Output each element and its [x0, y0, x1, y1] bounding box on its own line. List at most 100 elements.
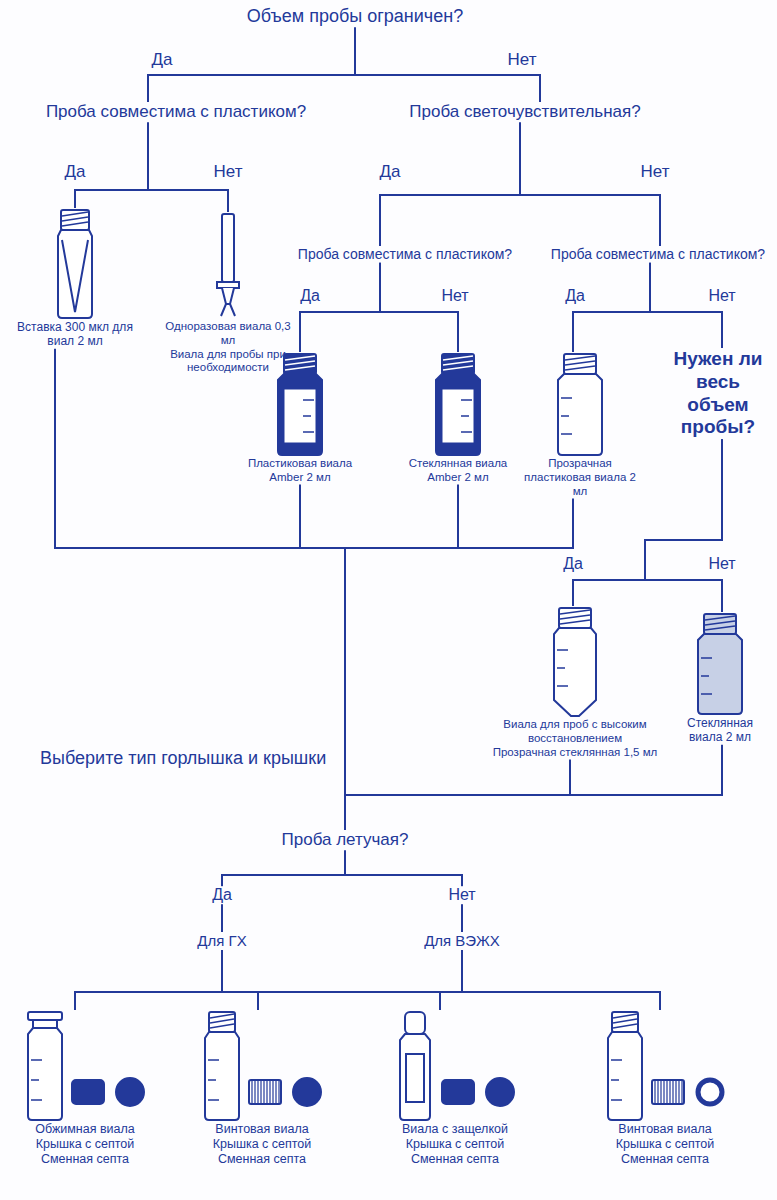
vial-item: Виала для проб с высоким восстановлением…	[485, 606, 665, 759]
vial-part	[62, 240, 88, 312]
branch-label: Нет	[212, 163, 245, 182]
vial-part	[400, 1034, 430, 1120]
vial-part	[461, 415, 469, 417]
vial-part	[266, 1081, 267, 1103]
vial-part	[675, 1081, 676, 1103]
flow-connector	[300, 485, 345, 830]
flow-connector	[258, 950, 462, 1010]
vial-part	[461, 399, 472, 401]
vial-item: Винтовая виалаКрышка с септойСменная сеп…	[590, 1010, 740, 1167]
vial-part	[116, 1078, 144, 1106]
decision-text: Проба совместима с пластиком?	[26, 102, 326, 122]
vial-part	[559, 608, 591, 628]
flow-connector	[440, 950, 462, 1010]
vial-part	[284, 354, 316, 374]
vial-caption: Стеклянная виала 2 мл	[670, 716, 770, 745]
vial-illustration	[205, 1012, 321, 1120]
vial-part	[608, 1032, 642, 1120]
vial-illustration	[608, 1012, 722, 1120]
vial-part	[62, 222, 88, 226]
vial-part	[251, 1081, 252, 1103]
vial-part	[257, 1081, 258, 1103]
vial-caption: Крышка с септой	[380, 1137, 530, 1152]
vial-part	[557, 649, 568, 651]
vial-drawing	[10, 208, 140, 320]
vial-part	[560, 615, 590, 619]
vial-caption: Сменная септа	[380, 1152, 530, 1167]
vial-part	[560, 620, 590, 624]
vial-illustration	[278, 354, 322, 455]
vial-part	[666, 1081, 667, 1103]
flow-connector	[222, 950, 440, 1010]
vial-part	[254, 1081, 255, 1103]
vial-drawing	[516, 352, 644, 457]
vial-part	[303, 431, 314, 433]
vial-part	[705, 626, 735, 630]
vial-part	[565, 356, 595, 360]
vial-part	[272, 1081, 273, 1103]
flow-connector	[148, 28, 355, 102]
vial-item: Виала с защелкойКрышка с септойСменная с…	[380, 1010, 530, 1167]
decision-text: Проба совместима с пластиком?	[292, 246, 518, 263]
vial-caption: Одноразовая виала 0,3 мл	[163, 320, 293, 348]
vial-item: Винтовая виалаКрышка с септойСменная сеп…	[187, 1010, 337, 1167]
vial-part	[285, 366, 315, 370]
vial-part	[611, 1079, 619, 1081]
question-text: Нужен ли весь объем пробы?	[663, 348, 773, 439]
vial-part	[222, 214, 234, 282]
vial-part	[612, 1012, 638, 1032]
vial-drawing	[485, 606, 665, 718]
question-text: Объем пробы ограничен?	[205, 6, 505, 28]
vial-drawing	[670, 612, 770, 716]
vial-caption: Виала для проб с высоким восстановлением	[485, 718, 665, 746]
decision-text: Проба светочувствительная?	[385, 102, 665, 122]
vial-item: Стеклянная виала 2 мл	[670, 612, 770, 745]
flow-connector	[345, 485, 458, 830]
vial-drawing	[380, 1010, 530, 1122]
branch-label: Да	[378, 163, 403, 182]
decision-text: Нужен ли весь объем пробы?	[663, 348, 773, 439]
vial-item: Стеклянная виала Amber 2 мл	[403, 352, 513, 485]
vial-item: Одноразовая виала 0,3 млВиала для пробы …	[163, 212, 293, 375]
vial-item: Пластиковая виала Amber 2 мл	[238, 352, 362, 485]
vial-part	[293, 1078, 321, 1106]
flow-connector	[520, 122, 660, 246]
vial-part	[701, 693, 712, 695]
vial-part	[208, 1059, 219, 1061]
vial-part	[303, 415, 311, 417]
flow-connector	[222, 950, 258, 1010]
vial-part	[705, 616, 735, 620]
vial-illustration	[58, 210, 92, 318]
vial-part	[217, 282, 239, 288]
vial-part	[698, 1080, 722, 1104]
vial-part	[275, 1081, 276, 1103]
vial-part	[565, 366, 595, 370]
vial-part	[704, 614, 736, 634]
vial-drawing	[187, 1010, 337, 1122]
flow-connector	[345, 498, 573, 830]
vial-part	[58, 230, 92, 318]
flow-connector	[345, 745, 722, 830]
branch-label: Нет	[706, 555, 737, 573]
vial-item: Обжимная виалаКрышка с септойСменная сеп…	[10, 1010, 160, 1167]
vial-part	[461, 431, 472, 433]
vial-part	[701, 675, 709, 677]
vial-part	[31, 1099, 42, 1101]
vial-part	[28, 1012, 62, 1020]
vial-caption: Прозрачная пластиковая виала 2 мл	[516, 457, 644, 498]
vial-illustration	[698, 614, 742, 714]
vial-part	[222, 288, 234, 304]
vial-part	[652, 1080, 684, 1104]
vial-illustration	[436, 354, 480, 455]
vial-part	[285, 361, 315, 365]
vial-part	[61, 210, 89, 230]
decision-text: Проба летучая?	[245, 830, 445, 850]
flow-connector	[75, 950, 462, 1010]
vial-part	[221, 304, 235, 316]
vial-part	[62, 212, 88, 216]
vial-part	[208, 1079, 216, 1081]
vial-part	[210, 1014, 234, 1018]
vial-part	[654, 1081, 655, 1103]
vial-part	[561, 397, 572, 399]
vial-part	[657, 1081, 658, 1103]
